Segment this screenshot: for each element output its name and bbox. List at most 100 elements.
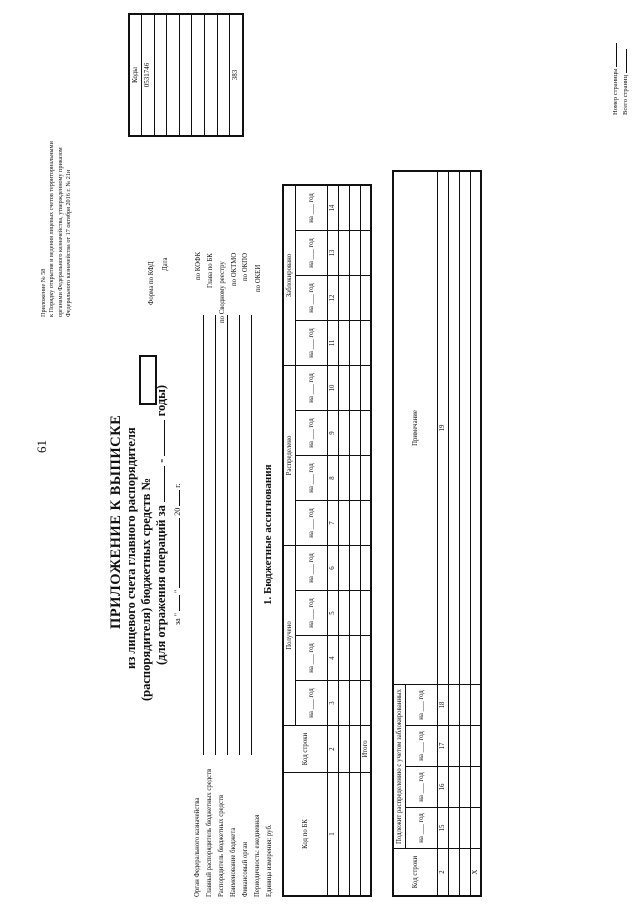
total-cell[interactable] [360, 185, 371, 231]
table-cell[interactable] [448, 171, 459, 685]
table-cell[interactable] [338, 500, 349, 546]
period-cell: на ___ год [295, 410, 327, 456]
table-cell[interactable] [349, 680, 360, 726]
total-cell[interactable] [470, 766, 481, 808]
total-cell[interactable] [360, 455, 371, 501]
table-cell[interactable] [349, 410, 360, 456]
field-line[interactable] [251, 315, 252, 755]
total-cell[interactable] [360, 545, 371, 591]
table-cell[interactable] [349, 275, 360, 321]
total-cell[interactable] [470, 807, 481, 849]
table-cell[interactable] [338, 230, 349, 276]
table-cell[interactable] [349, 320, 360, 366]
total-cell[interactable] [470, 725, 481, 767]
col-number: 10 [327, 365, 338, 411]
total-cell[interactable] [360, 230, 371, 276]
period-cell: на ___ год [405, 725, 437, 767]
table-cell[interactable] [448, 684, 459, 726]
group-zablokirovano: Заблокировано [283, 185, 295, 366]
table-cell[interactable] [338, 185, 349, 231]
period-cell: на ___ год [295, 590, 327, 636]
glava-code[interactable] [179, 15, 193, 135]
table-cell[interactable] [338, 365, 349, 411]
table-cell[interactable] [338, 725, 349, 773]
table-cell[interactable] [349, 500, 360, 546]
total-cell[interactable] [360, 365, 371, 411]
total-cell[interactable] [360, 680, 371, 726]
oktmo-code[interactable] [204, 15, 218, 135]
data-label: Дата [162, 257, 169, 271]
date-code[interactable] [154, 15, 168, 135]
table-cell[interactable] [448, 848, 459, 896]
total-cell[interactable] [360, 275, 371, 321]
table-cell[interactable] [448, 766, 459, 808]
col-number: 17 [437, 725, 448, 767]
total-cell[interactable] [360, 500, 371, 546]
total-cell[interactable] [360, 590, 371, 636]
col-number: 1 [327, 772, 338, 896]
period-cell: на ___ год [405, 684, 437, 726]
table-cell[interactable] [448, 725, 459, 767]
oktmo-label: по ОКТМО [231, 252, 238, 286]
nomer-stranicy: Номер страницы [612, 68, 619, 115]
table-cell[interactable] [349, 365, 360, 411]
table-cell[interactable] [349, 455, 360, 501]
col-number: 15 [437, 807, 448, 849]
table-cell[interactable] [349, 545, 360, 591]
period-cell: на ___ год [295, 320, 327, 366]
col-number: 4 [327, 635, 338, 681]
table-cell[interactable] [338, 635, 349, 681]
table-cell[interactable] [349, 772, 360, 896]
table-cell[interactable] [338, 410, 349, 456]
distribution-table: Код строки Подлежит распределению с учет… [392, 170, 482, 897]
okpo-code[interactable] [217, 15, 231, 135]
table-cell[interactable] [349, 230, 360, 276]
col-number: 11 [327, 320, 338, 366]
total-cell[interactable] [360, 320, 371, 366]
field-label: Главный распорядитель бюджетных средств [206, 768, 213, 897]
field-label: Наименование бюджета [230, 827, 237, 897]
field-label: Периодичность: ежедневная [254, 814, 261, 897]
table-cell[interactable] [338, 590, 349, 636]
field-label: Единица измерения: руб. [266, 824, 273, 897]
document-title: ПРИЛОЖЕНИЕ К ВЫПИСКЕ [108, 414, 124, 629]
table-cell[interactable] [338, 455, 349, 501]
total-cell[interactable] [360, 410, 371, 456]
col-number: 3 [327, 680, 338, 726]
period-cell: на ___ год [405, 766, 437, 808]
table-cell[interactable] [338, 275, 349, 321]
table-cell[interactable] [338, 545, 349, 591]
period-cell: на ___ год [295, 680, 327, 726]
reestr-code[interactable] [192, 15, 205, 135]
table-cell[interactable] [459, 725, 470, 767]
table-cell[interactable] [459, 684, 470, 726]
field-line[interactable] [239, 315, 240, 755]
table-cell[interactable] [459, 171, 470, 685]
field-line[interactable] [203, 315, 204, 755]
total-cell[interactable] [470, 684, 481, 726]
total-pages-label: Всего страниц [622, 49, 629, 115]
page-number-label: Номер страницы [612, 42, 619, 115]
table-cell[interactable] [459, 807, 470, 849]
table-cell[interactable] [349, 590, 360, 636]
table-cell[interactable] [338, 772, 349, 896]
kofk-code[interactable] [167, 15, 180, 135]
table-cell[interactable] [338, 320, 349, 366]
table-cell[interactable] [349, 635, 360, 681]
total-cell[interactable] [360, 635, 371, 681]
col-number: 16 [437, 766, 448, 808]
field-line[interactable] [215, 315, 216, 755]
table-cell[interactable] [459, 848, 470, 896]
forma-code: 0531746 [142, 15, 155, 135]
table-cell[interactable] [459, 766, 470, 808]
col-kod-stroki-2: Код строки [393, 848, 437, 896]
table-cell[interactable] [448, 807, 459, 849]
col-kod-bk: Код по БК [283, 772, 327, 896]
table-cell[interactable] [349, 185, 360, 231]
col-number: 19 [437, 171, 448, 685]
field-label: Финансовый орган [242, 841, 249, 897]
statement-date: за " " 20 г. [173, 483, 182, 625]
field-line[interactable] [227, 315, 228, 755]
table-cell[interactable] [338, 680, 349, 726]
table-cell[interactable] [349, 725, 360, 773]
